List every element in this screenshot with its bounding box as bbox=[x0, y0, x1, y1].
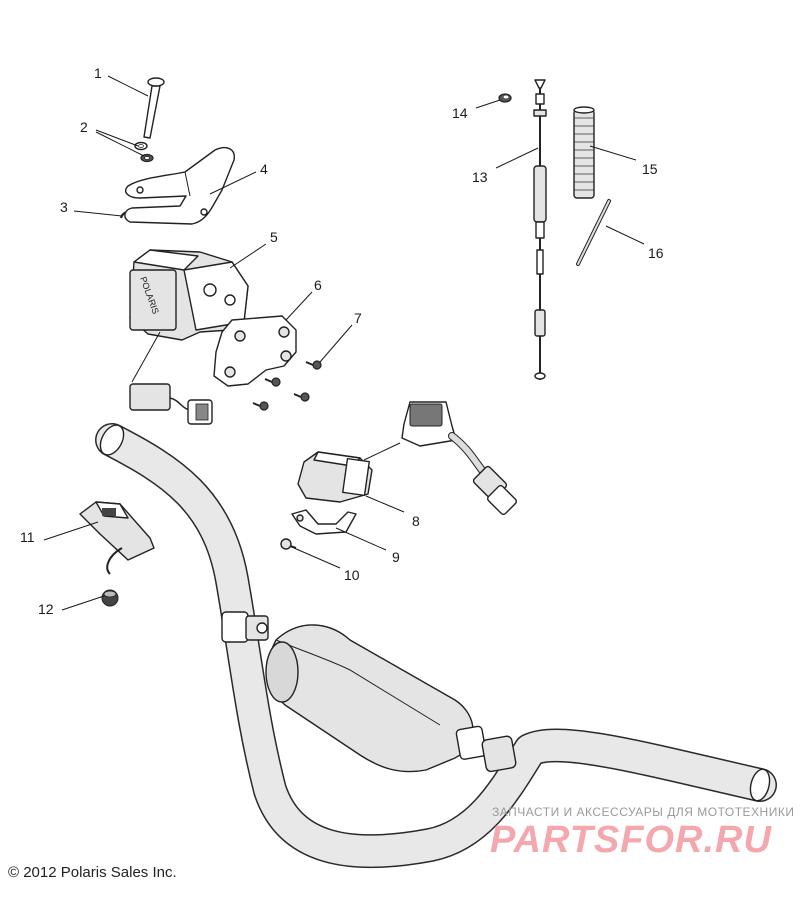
callout-6: 6 bbox=[314, 277, 322, 293]
watermark-brand: PARTSFOR.RU bbox=[490, 819, 772, 861]
callout-numbers: 1 2 3 4 5 6 7 8 9 10 11 12 13 14 15 16 bbox=[20, 65, 664, 617]
callout-8: 8 bbox=[412, 513, 420, 529]
pad-clamp-left bbox=[221, 611, 269, 643]
callout-12: 12 bbox=[38, 601, 54, 617]
part-grommet bbox=[101, 589, 119, 607]
callout-11: 11 bbox=[20, 529, 35, 545]
callout-14: 14 bbox=[452, 105, 468, 121]
callout-9: 9 bbox=[392, 549, 400, 565]
callout-13: 13 bbox=[472, 169, 488, 185]
part-clamp bbox=[291, 509, 357, 535]
screw-7b bbox=[264, 377, 281, 387]
watermark: ЗАПЧАСТИ И АКСЕССУАРЫ ДЛЯ МОТОТЕХНИКИ PA… bbox=[490, 805, 794, 861]
part-throttle-cable bbox=[533, 79, 547, 380]
leader-lines bbox=[43, 75, 645, 611]
part-switch-housing: POLARIS bbox=[129, 249, 249, 425]
screw-7d bbox=[252, 401, 269, 411]
callout-15: 15 bbox=[642, 161, 658, 177]
callout-7: 7 bbox=[354, 310, 362, 326]
part-cable-clip bbox=[498, 93, 512, 103]
copyright-text: © 2012 Polaris Sales Inc. bbox=[8, 864, 177, 881]
callout-5: 5 bbox=[270, 229, 278, 245]
handlebar bbox=[95, 423, 777, 869]
part-grip bbox=[573, 106, 595, 199]
part-throttle-housing bbox=[297, 401, 518, 516]
callout-2: 2 bbox=[80, 119, 88, 135]
callout-3: 3 bbox=[60, 199, 68, 215]
handlebar-pad bbox=[265, 624, 474, 773]
callout-1: 1 bbox=[94, 65, 102, 81]
callout-4: 4 bbox=[260, 161, 268, 177]
callout-16: 16 bbox=[648, 245, 664, 261]
part-lever-bracket bbox=[79, 501, 155, 575]
part-washers bbox=[134, 141, 154, 163]
pad-clamp-right bbox=[455, 725, 517, 773]
part-switch-cover bbox=[213, 315, 297, 387]
screw-7a bbox=[305, 360, 322, 370]
part-screws bbox=[252, 360, 322, 411]
part-bracket bbox=[124, 146, 235, 225]
part-pin bbox=[143, 77, 165, 139]
part-screw-10 bbox=[280, 538, 297, 550]
part-rod bbox=[576, 199, 611, 266]
callout-10: 10 bbox=[344, 567, 360, 583]
screw-7c bbox=[293, 392, 310, 402]
watermark-tagline: ЗАПЧАСТИ И АКСЕССУАРЫ ДЛЯ МОТОТЕХНИКИ bbox=[492, 805, 794, 819]
